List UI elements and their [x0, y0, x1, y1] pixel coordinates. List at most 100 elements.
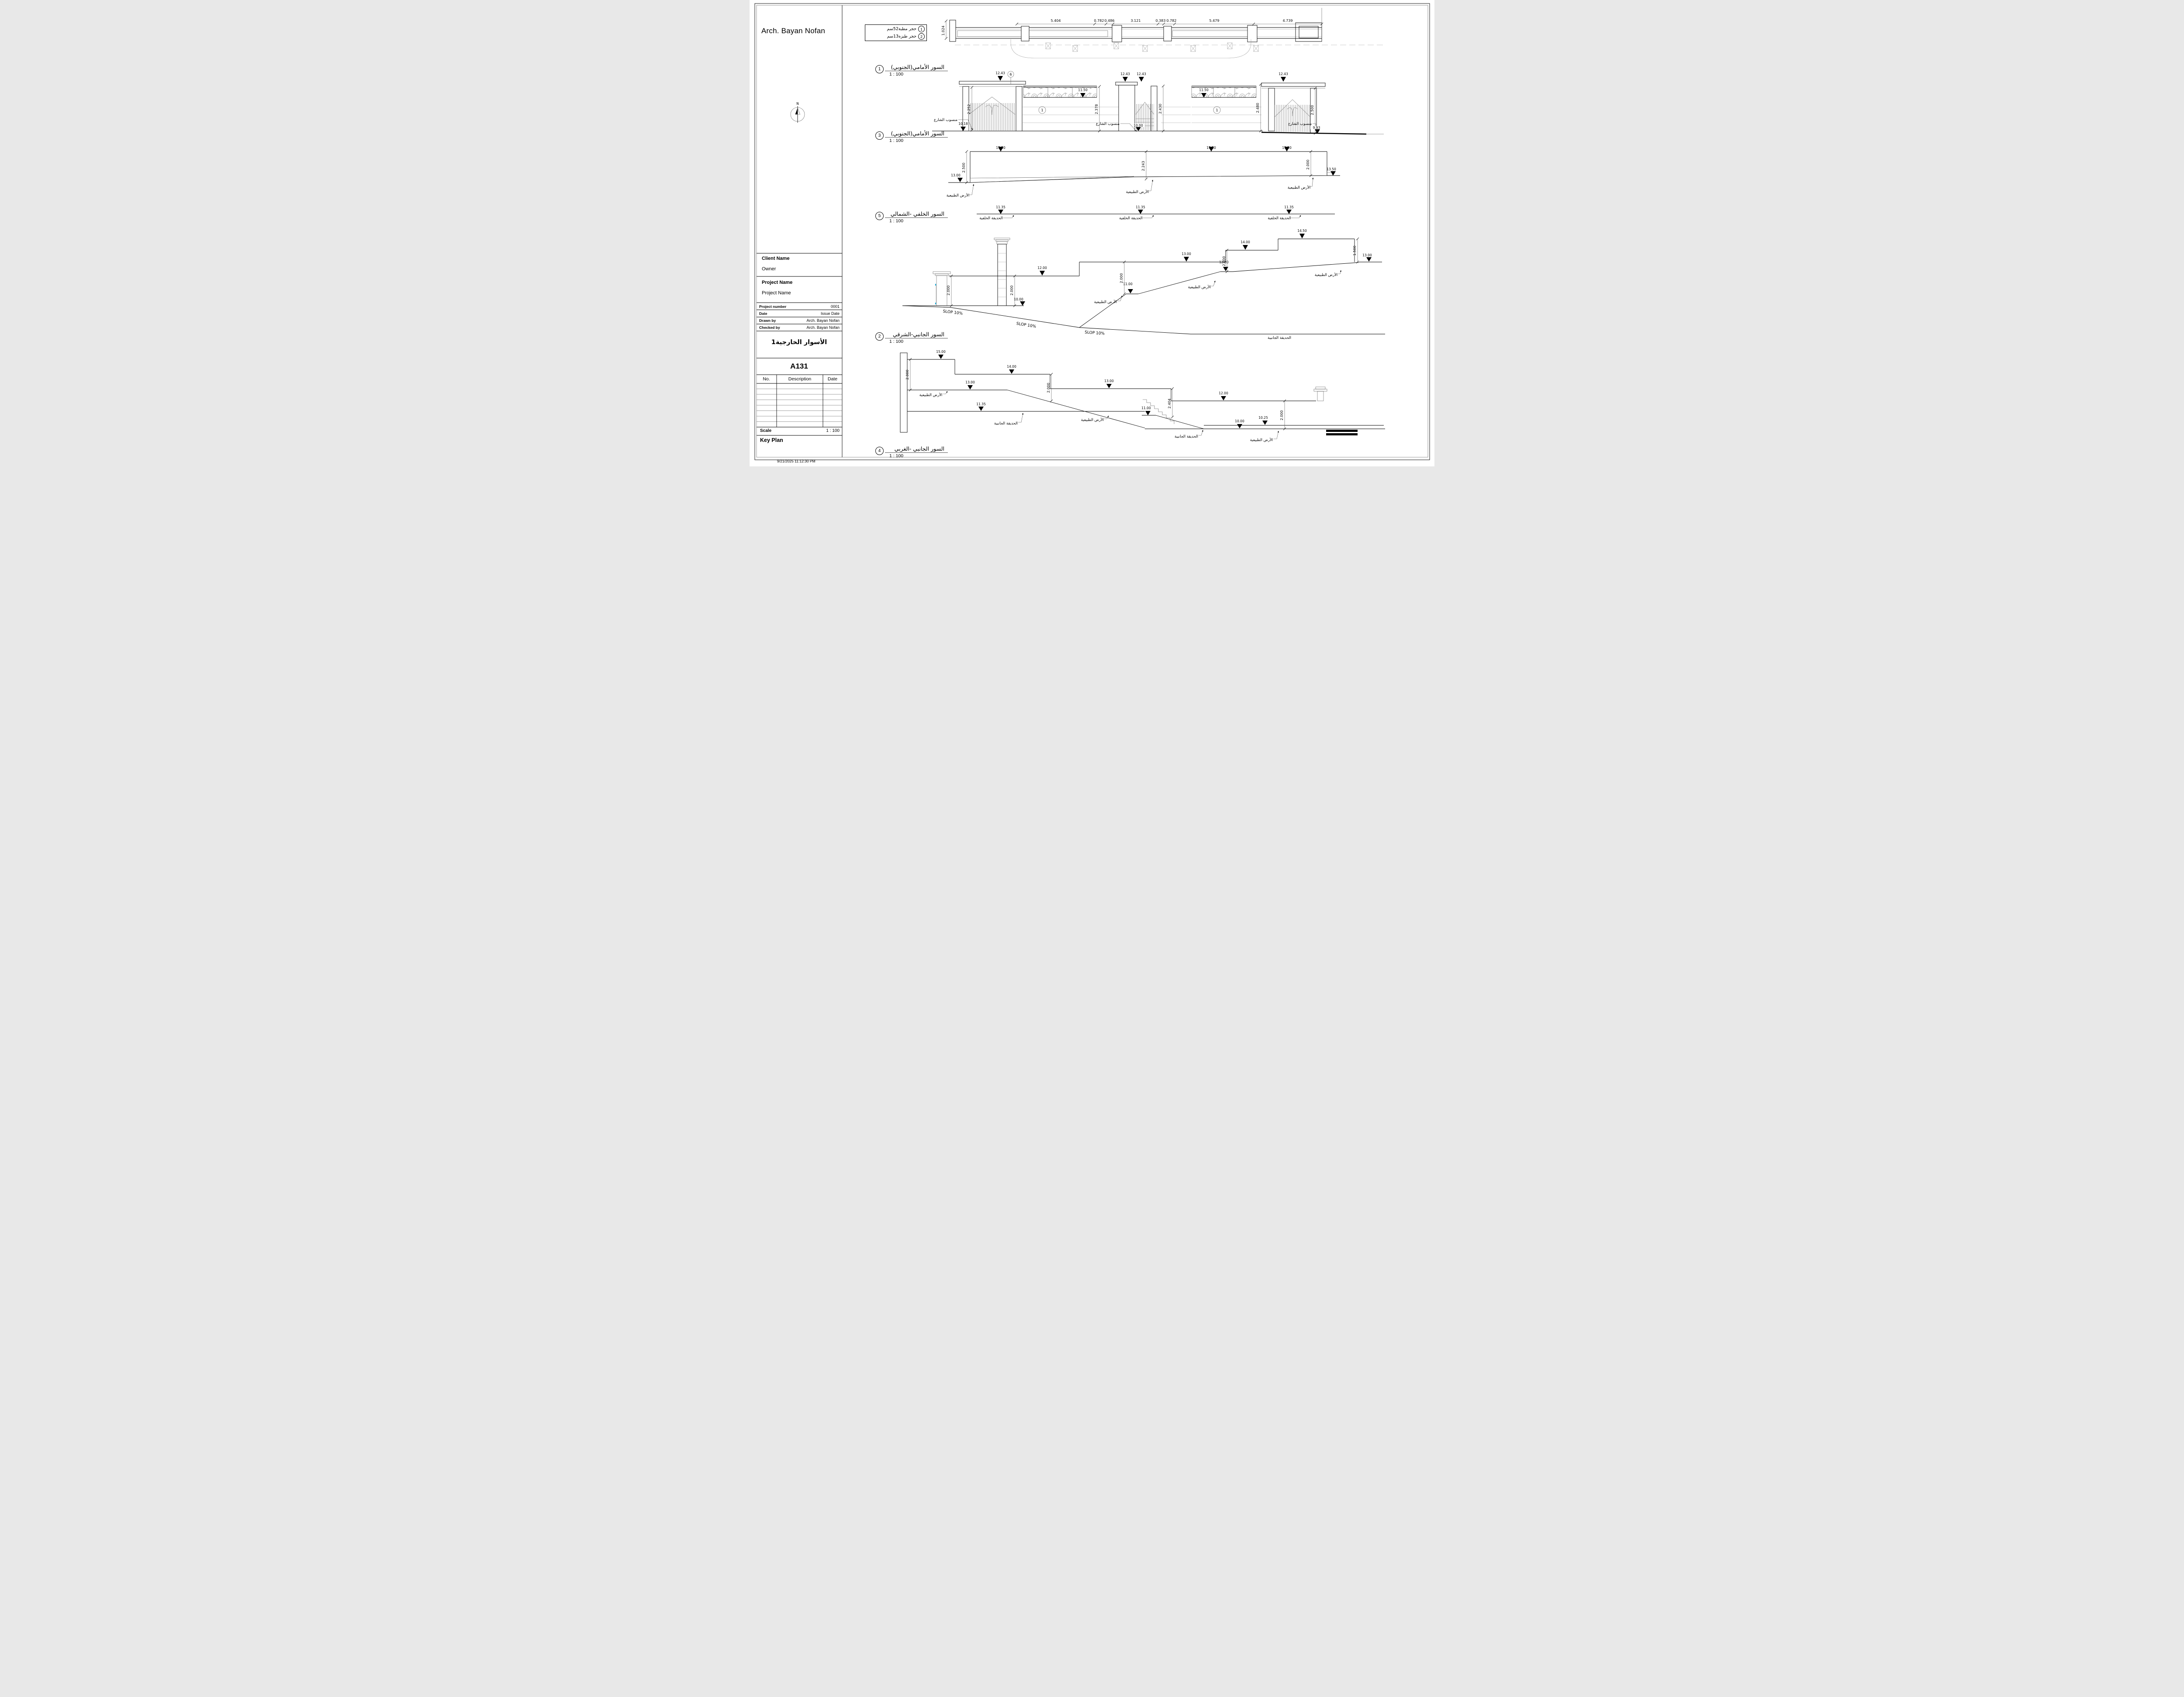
north-label: N [796, 102, 799, 106]
level-annotation: 10.25 [1258, 416, 1268, 420]
scale-value: 1 : 100 [826, 428, 840, 433]
side-garden-label: الحديقة الجانبية [1268, 336, 1291, 340]
dim-annotation: 3.121 [1131, 19, 1141, 23]
keynote-bubble: 2 [918, 33, 925, 40]
legend-item-text: حجر طبزه13سم [887, 34, 916, 39]
view-scale: 1 : 100 [889, 218, 904, 224]
checked-by-value: Arch. Bayan Nofan [806, 325, 840, 330]
north-arrow-icon: N [790, 102, 805, 123]
scale-row: Scale 1 : 100 [760, 428, 840, 433]
view-4-elevation: 15.00 14.00 13.00 12.00 13.00 11.00 10.0… [900, 350, 1385, 442]
date-value: Issue Date [820, 311, 840, 316]
view-number-bubble: 2 [875, 332, 884, 341]
level-annotation: 15.50 [1206, 146, 1216, 150]
slope-annotation: SLOP 10% [1016, 322, 1037, 329]
level-annotation: 14.00 [1007, 365, 1016, 369]
view-3-elevation: 12.43 6 2.252 10.18 11.50 1 2.378 [932, 71, 1384, 135]
dim-annotation: 2.252 [967, 104, 971, 114]
natural-ground-label: الأرض الطبيعية [1126, 190, 1149, 194]
view-title-text: السور الأمامي(الجنوبي) [885, 64, 948, 71]
dim-annotation: 2.480 [1256, 103, 1260, 113]
level-annotation: 11.00 [1123, 282, 1133, 286]
drawn-by-value: Arch. Bayan Nofan [806, 318, 840, 323]
revision-col-no: No. [763, 376, 770, 382]
material-legend: حجر مطبة52سم 1 حجر طبزه13سم 2 [865, 24, 927, 41]
natural-ground-label: الأرض الطبيعية [1188, 285, 1211, 290]
view-scale: 1 : 100 [889, 138, 904, 143]
dim-annotation: 2.000 [1306, 160, 1310, 170]
back-garden-label: الحديقة الخلفية [979, 216, 1003, 221]
view-1-dimension-chain: 5.404 0.782 0.486 3.121 0.383 0.782 5.47… [941, 19, 1324, 40]
level-annotation: 12.00 [1219, 260, 1229, 264]
sheet-border [754, 3, 1430, 460]
dim-annotation: 0.383 [1156, 19, 1166, 23]
project-number-value: 0001 [830, 304, 840, 309]
level-annotation: 13.00 [951, 173, 961, 177]
dim-annotation: 2.500 [1310, 105, 1314, 115]
street-level-label: منسوب الشارع [1288, 122, 1312, 126]
level-annotation: 11.50 [1199, 88, 1209, 92]
level-annotation: 14.50 [1297, 229, 1307, 233]
view-title-text: السور الخلفي -الشمالي [885, 210, 948, 218]
level-annotation: 15.50 [996, 146, 1006, 150]
view-scale: 1 : 100 [889, 72, 904, 77]
dim-annotation: 2.000 [1222, 256, 1226, 266]
dim-annotation: 0.782 [1094, 19, 1104, 23]
drawing-sheet: N [750, 0, 1434, 466]
project-name-label: Project Name [762, 280, 793, 285]
legend-item-text: حجر مطبة52سم [887, 27, 917, 31]
level-annotation: 11.35 [1136, 205, 1145, 209]
dim-annotation: 0.782 [1167, 19, 1177, 23]
print-timestamp: 9/21/2025 11:12:30 PM [777, 459, 816, 463]
level-annotation: 11.00 [1141, 406, 1151, 410]
cad-drawing-canvas: N [754, 3, 1430, 460]
level-annotation: 11.35 [996, 205, 1006, 209]
natural-ground-label: الأرض الطبيعية [1081, 417, 1104, 422]
view-2-elevation: 12.00 13.00 14.00 14.50 SLOP 10% SLOP 10… [902, 229, 1385, 340]
level-annotation: 13.50 [1327, 167, 1336, 171]
view-title-5: 5 السور الخلفي -الشمالي 1 : 100 [875, 210, 948, 224]
dim-annotation: 1.024 [941, 26, 945, 36]
checked-by-row: Checked by Arch. Bayan Nofan [759, 324, 840, 331]
key-plan-label: Key Plan [760, 437, 783, 443]
dim-annotation: 2.000 [1047, 383, 1051, 393]
dim-annotation: 2.000 [1010, 286, 1014, 296]
scale-label: Scale [760, 428, 772, 433]
dim-annotation: 2.000 [1280, 410, 1284, 421]
view-title-text: السور الجانبي -الغربي [885, 445, 948, 453]
natural-ground-label: الأرض الطبيعية [1315, 272, 1338, 277]
dim-annotation: 2.000 [905, 370, 909, 380]
level-annotation: 12.00 [1037, 266, 1047, 270]
legend-item: حجر طبزه13سم 2 [867, 33, 925, 40]
level-annotation: 11.50 [1078, 88, 1088, 92]
level-annotation: 12.43 [1137, 72, 1146, 76]
view-1-plan: 5.404 0.782 0.486 3.121 0.383 0.782 5.47… [941, 8, 1383, 59]
street-level-label: منسوب الشارع [1096, 122, 1120, 126]
side-garden-label: الحديقة الجانبية [1175, 435, 1198, 439]
dim-annotation: 5.404 [1051, 19, 1061, 23]
level-annotation: 15.50 [1282, 146, 1292, 150]
level-annotation: 11.35 [976, 402, 986, 406]
dim-annotation: 2.404 [1168, 399, 1171, 409]
street-level-label: منسوب الشارع [934, 118, 957, 122]
level-annotation: 11.35 [1284, 205, 1294, 209]
natural-ground-label: الأرض الطبيعية [1288, 185, 1311, 190]
level-annotation: 13.00 [1362, 253, 1372, 257]
dim-annotation: 2.000 [947, 286, 950, 296]
natural-ground-label: الأرض الطبيعية [1094, 300, 1117, 304]
side-garden-label: الحديقة الجانبية [994, 421, 1018, 426]
architect-name: Arch. Bayan Nofan [761, 27, 826, 35]
view-scale: 1 : 100 [889, 339, 904, 344]
project-number-row: Project number 0001 [759, 304, 840, 310]
project-name-value: Project Name [762, 290, 791, 296]
title-block-rules [757, 253, 842, 436]
level-annotation: 13.00 [1182, 252, 1191, 256]
view-title-1: 1 السور الأمامي(الجنوبي) 1 : 100 [875, 64, 948, 77]
level-annotation: 12.43 [1279, 72, 1288, 76]
drawn-by-label: Drawn by [759, 318, 776, 323]
natural-ground-label: الأرض الطبيعية [947, 193, 970, 198]
level-annotation: 14.00 [1241, 240, 1250, 244]
slope-annotation: SLOP 10% [1085, 330, 1105, 336]
keynote-bubble: 1 [1041, 108, 1043, 112]
legend-item: حجر مطبة52سم 1 [867, 26, 925, 33]
